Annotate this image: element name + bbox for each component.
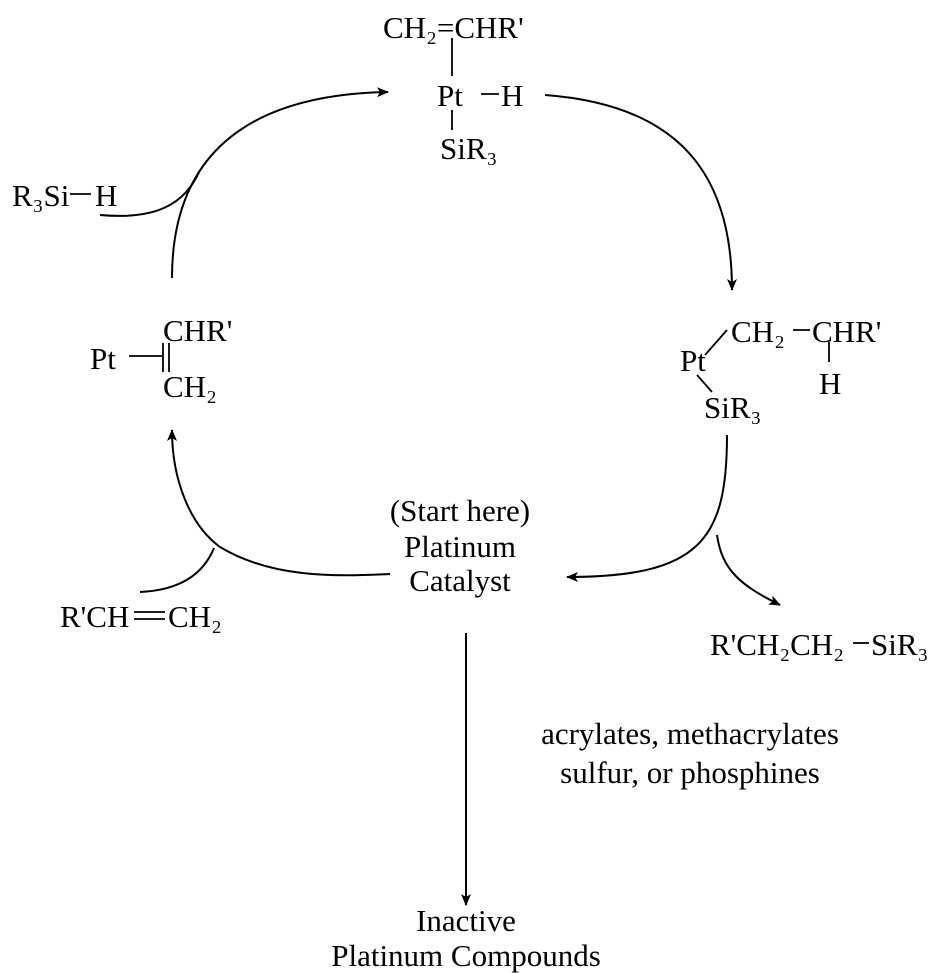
left-pt-label: Pt [90, 341, 116, 376]
left-ch2-label: CH₂ [163, 369, 217, 404]
top-pt-label: Pt [437, 78, 463, 113]
center-start-label: (Start here) [389, 493, 531, 528]
top-h-label: H [501, 78, 524, 113]
alkene-right-label: CH₂ [168, 599, 222, 634]
silane-label: R₃Si [12, 178, 70, 213]
center-platinum-label: Platinum [404, 529, 516, 564]
product-right-label: SiR₃ [871, 627, 929, 662]
top-alkene-label: CH₂=CHR' [383, 10, 524, 45]
bond-pt-ch2 [704, 329, 728, 356]
right-ch2-label: CH₂ [731, 314, 785, 349]
inactive-line2-label: Platinum Compounds [331, 938, 601, 973]
center-catalyst-label: Catalyst [409, 563, 511, 598]
bond-pt-si-right [696, 374, 713, 393]
left-chr-label: CHR' [163, 313, 233, 348]
alkene-left-label: R'CH [60, 599, 130, 634]
arrow-center-to-left [167, 429, 391, 577]
poison-line2-label: sulfur, or phosphines [560, 755, 820, 790]
top-sir3-label: SiR₃ [440, 131, 498, 166]
right-chr-label: CHR' [812, 314, 882, 349]
arrow-product-branch [716, 534, 781, 606]
alkene-entry-curve [139, 547, 215, 593]
product-left-label: R'CH₂CH₂ [710, 627, 845, 662]
arrow-left-to-top [171, 87, 389, 279]
right-h-label: H [819, 366, 842, 401]
poison-line1-label: acrylates, methacrylates [541, 716, 839, 751]
right-pt-label: Pt [680, 343, 706, 378]
silane-h-label: H [95, 178, 118, 213]
arrow-right-to-center [566, 434, 728, 582]
silane-entry-curve [99, 169, 201, 217]
arrow-top-to-right [544, 94, 737, 291]
right-sir3-label: SiR₃ [704, 390, 762, 425]
inactive-line1-label: Inactive [416, 903, 516, 938]
